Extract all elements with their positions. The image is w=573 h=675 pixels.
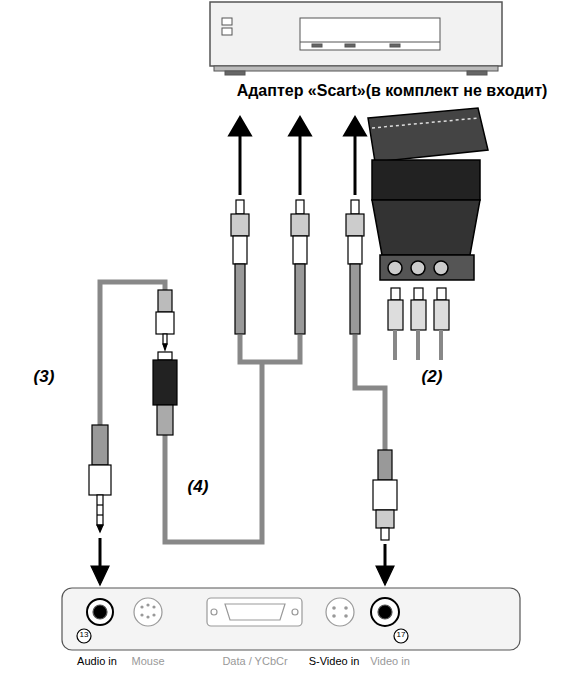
adapter-note: Адаптер «Scart»(в комплект не входит) — [237, 82, 548, 100]
scart-rca-plugs — [388, 288, 449, 360]
port-label: Data / YCbCr — [222, 655, 287, 667]
insert-arrows — [230, 118, 365, 195]
callout-number: (4) — [188, 478, 209, 497]
port-label: Mouse — [131, 655, 164, 667]
scart-adapter — [368, 108, 488, 280]
vcr-device — [210, 2, 502, 75]
rca-plugs — [231, 200, 364, 334]
port-label: Audio in — [77, 655, 117, 667]
projector-panel — [62, 588, 520, 650]
video-rca-plug — [373, 450, 397, 585]
mini-jack-socket — [153, 352, 177, 435]
audio-plug — [89, 425, 111, 585]
callout-number: (2) — [422, 368, 443, 387]
pin-number: 13 — [80, 631, 89, 640]
callout-number: (3) — [34, 368, 55, 387]
port-label: S-Video in — [309, 655, 360, 667]
pin-number: 17 — [397, 631, 406, 640]
port-label: Video in — [370, 655, 410, 667]
mini-jack-plug — [156, 290, 174, 350]
